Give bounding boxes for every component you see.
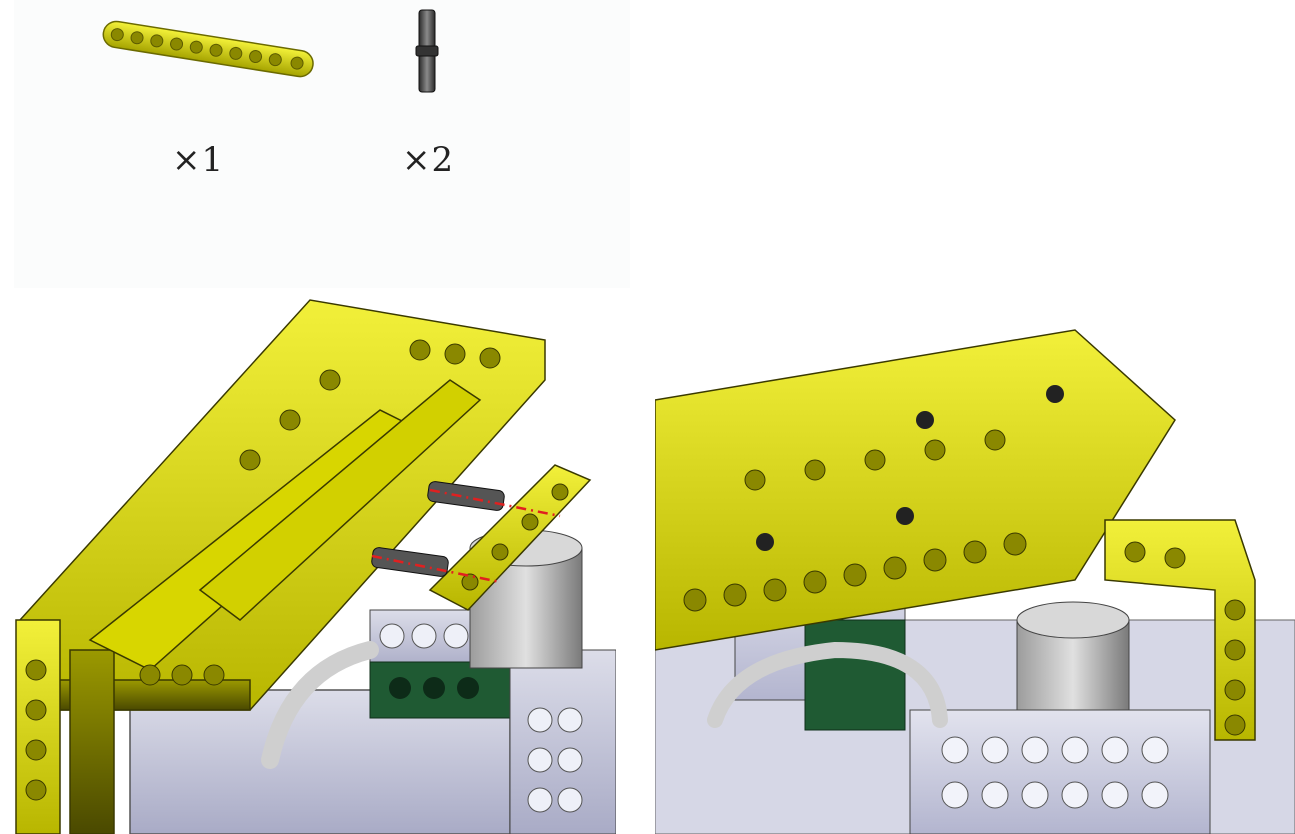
new-beam	[428, 464, 592, 611]
black-pin-icon	[412, 8, 442, 94]
pins-in-view	[371, 481, 505, 577]
yellow-beam-icon	[98, 14, 318, 86]
yellow-beam-frame-after	[655, 329, 1256, 741]
before-assembly-view	[0, 290, 616, 834]
pin-quantity: ×2	[402, 140, 455, 180]
after-assembly-view	[655, 320, 1295, 834]
parts-list-panel: ×1 ×2	[14, 0, 630, 288]
base-bricks	[129, 529, 616, 834]
yellow-beam-frame	[15, 299, 546, 834]
guide-lines	[371, 488, 561, 584]
beam-quantity: ×1	[172, 140, 225, 180]
